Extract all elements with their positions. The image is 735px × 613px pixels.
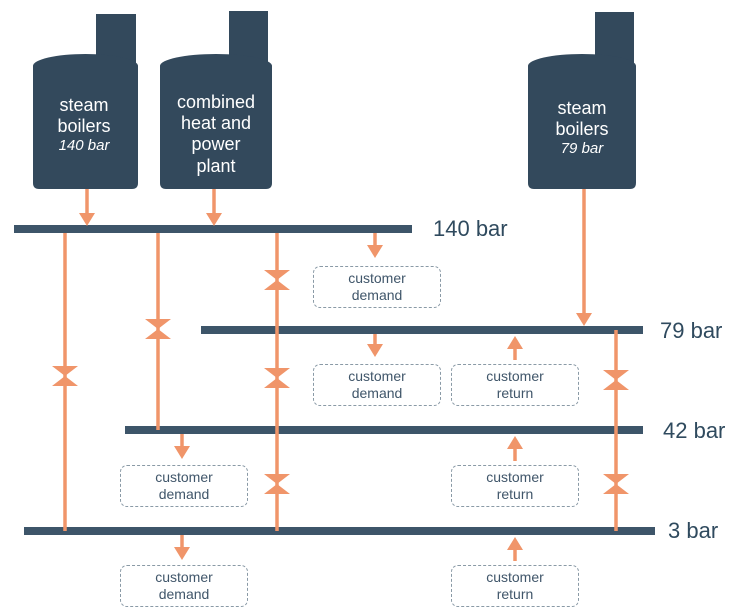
valve-icon — [603, 474, 629, 494]
customer-return-line1: customer — [486, 367, 544, 384]
valve-icon — [145, 319, 171, 339]
chp-plant-tank — [160, 11, 272, 189]
demand-arrow-head — [367, 344, 383, 357]
customer-demand-line1: customer — [348, 269, 406, 286]
customer-demand-box: customer demand — [313, 266, 441, 308]
customer-demand-line1: customer — [155, 568, 213, 585]
header-bar-3 — [24, 527, 655, 535]
feed-arrow-boiler-79-head — [576, 313, 592, 326]
valve-icon — [603, 370, 629, 390]
customer-demand-line2: demand — [158, 586, 210, 602]
bar-label-3: 3 bar — [668, 518, 719, 543]
demand-arrow-head — [174, 547, 190, 560]
customer-return-box: customer return — [451, 465, 579, 507]
header-bar-79 — [201, 326, 643, 334]
customer-return-line2: return — [496, 586, 534, 602]
bar-label-79: 79 bar — [660, 318, 723, 343]
valve-icon — [264, 368, 290, 388]
chp-plant-label: combined heat and power plant — [176, 92, 256, 176]
feed-arrow-boiler-140-head — [79, 213, 95, 226]
feed-arrow-chp-head — [206, 213, 222, 226]
boiler-140-tank — [33, 14, 138, 189]
valve-icon — [52, 366, 78, 386]
customer-demand-box: customer demand — [313, 364, 441, 406]
bar-label-140: 140 bar — [433, 216, 508, 241]
customer-demand-line2: demand — [351, 385, 403, 401]
customer-demand-line1: customer — [155, 468, 213, 485]
bar-label-42: 42 bar — [663, 418, 726, 443]
valve-icon — [264, 474, 290, 494]
boiler-79-label: steam boilers 79 bar — [555, 98, 609, 158]
customer-return-box: customer return — [451, 565, 579, 607]
customer-return-line2: return — [496, 385, 534, 401]
customer-return-line2: return — [496, 486, 534, 502]
customer-return-line1: customer — [486, 468, 544, 485]
header-bar-140 — [14, 225, 412, 233]
demand-arrow-head — [367, 245, 383, 258]
return-arrow-head — [507, 336, 523, 349]
customer-demand-box: customer demand — [120, 565, 248, 607]
boiler-140-label: steam boilers 140 bar — [57, 95, 111, 155]
return-arrow-head — [507, 537, 523, 550]
customer-demand-box: customer demand — [120, 465, 248, 507]
boiler-79-tank — [528, 12, 636, 189]
return-arrow-head — [507, 436, 523, 449]
customer-return-box: customer return — [451, 364, 579, 406]
customer-return-line1: customer — [486, 568, 544, 585]
header-bar-42 — [125, 426, 643, 434]
valve-icon — [264, 270, 290, 290]
demand-arrow-head — [174, 446, 190, 459]
customer-demand-line2: demand — [351, 287, 403, 303]
chp-plant-tank-body — [160, 54, 272, 189]
customer-demand-line1: customer — [348, 367, 406, 384]
boiler-79-tank-body — [528, 54, 636, 189]
boiler-140-tank-body — [33, 54, 138, 189]
customer-demand-line2: demand — [158, 486, 210, 502]
